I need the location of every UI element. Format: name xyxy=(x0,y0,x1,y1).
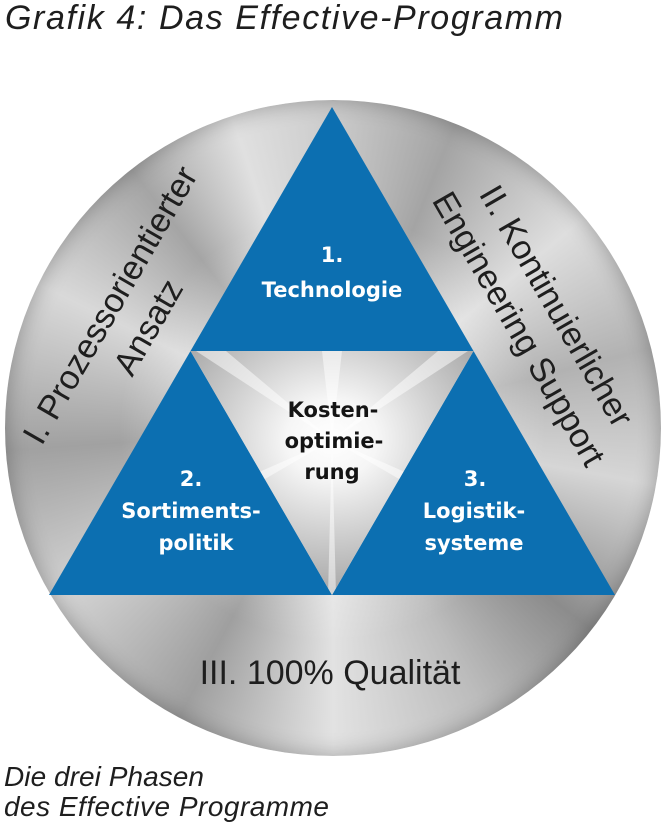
phase-3-label: III. 100% Qualität xyxy=(200,654,461,692)
figure-caption: Die drei Phasen des Effective Programme xyxy=(4,761,329,822)
sheen-ray xyxy=(332,351,468,440)
sheen-ray xyxy=(322,351,342,440)
segment-1-line-1: Technologie xyxy=(262,278,403,302)
segment-3-number: 3. xyxy=(464,467,487,491)
segment-3-triangle xyxy=(332,351,615,595)
phase-3-line-1: III. 100% Qualität xyxy=(200,654,461,692)
figure-title: Grafik 4: Das Effective-Programm xyxy=(5,0,563,37)
segment-2-line-2: politik xyxy=(158,531,234,555)
center-line-3: rung xyxy=(304,460,359,484)
segment-1-number: 1. xyxy=(321,243,344,267)
segment-3-line-1: Logistik- xyxy=(423,499,525,523)
center-line-2: optimie- xyxy=(285,429,384,453)
segment-1-label: 1. Technologie xyxy=(262,243,403,302)
triangle-segments xyxy=(49,107,615,595)
sheen-ray xyxy=(196,351,332,440)
center-line-1: Kosten- xyxy=(288,398,379,422)
caption-line-2: des Effective Programme xyxy=(4,791,329,822)
segment-2-label: 2. Sortiments- politik xyxy=(121,467,260,555)
segment-3-line-2: systeme xyxy=(424,531,523,555)
segment-3-label: 3. Logistik- systeme xyxy=(423,467,525,555)
segment-2-line-1: Sortiments- xyxy=(121,499,260,523)
segment-2-number: 2. xyxy=(180,467,203,491)
segment-2-triangle xyxy=(49,351,332,595)
segment-1-triangle xyxy=(190,107,474,351)
center-label: Kosten- optimie- rung xyxy=(285,398,384,484)
caption-line-1: Die drei Phasen xyxy=(4,761,204,792)
sheen-ray xyxy=(328,440,336,595)
